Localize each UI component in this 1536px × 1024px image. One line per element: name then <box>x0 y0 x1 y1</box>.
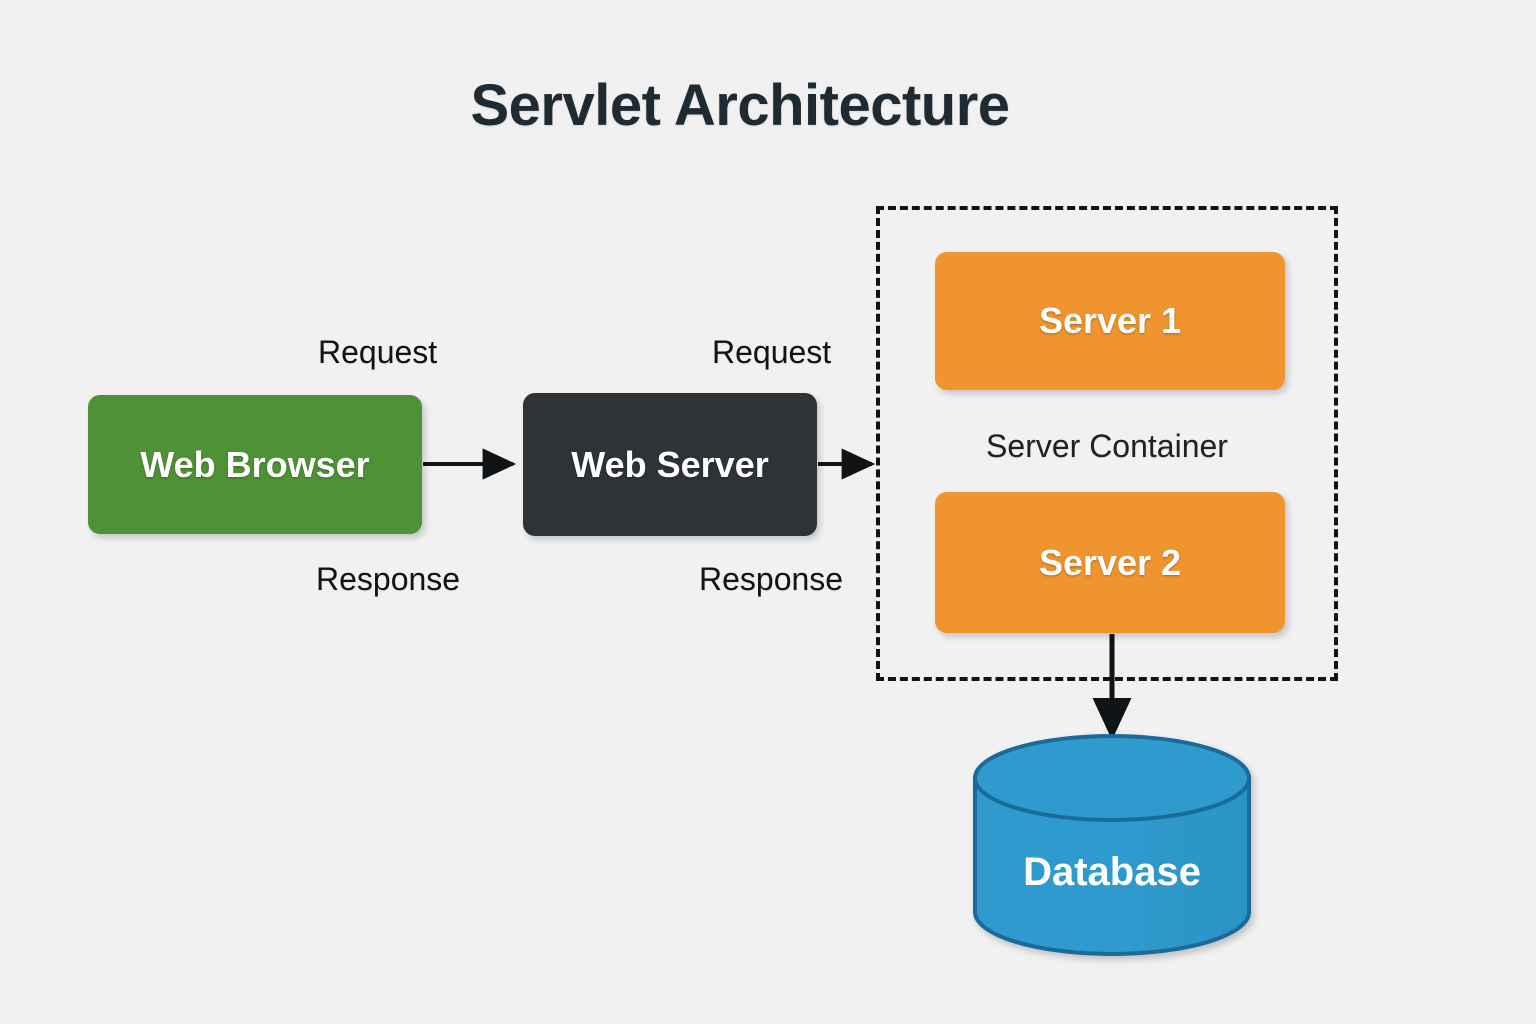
database-cylinder-body <box>973 776 1251 956</box>
edge-label-request-server-container: Request <box>712 334 832 370</box>
server-container-label: Server Container <box>986 428 1228 464</box>
node-web-server-label: Web Server <box>571 443 769 485</box>
edge-label-response-browser-server: Response <box>316 561 461 597</box>
node-web-browser[interactable]: Web Browser <box>88 395 422 534</box>
database-cylinder-top <box>973 734 1251 822</box>
node-database[interactable]: Database <box>973 734 1251 956</box>
node-server-2[interactable]: Server 2 <box>935 492 1285 633</box>
node-web-browser-label: Web Browser <box>140 443 370 485</box>
node-database-label: Database <box>1023 850 1201 894</box>
edge-label-request-browser-server: Request <box>318 334 438 370</box>
page-title: Servlet Architecture <box>470 73 1010 138</box>
server-container-boundary <box>876 206 1338 681</box>
node-server-1-label: Server 1 <box>1038 300 1182 341</box>
node-web-server[interactable]: Web Server <box>523 393 817 536</box>
edge-label-response-server-container: Response <box>699 561 844 597</box>
node-server-2-label: Server 2 <box>1038 541 1182 583</box>
node-server-1[interactable]: Server 1 <box>935 252 1285 390</box>
